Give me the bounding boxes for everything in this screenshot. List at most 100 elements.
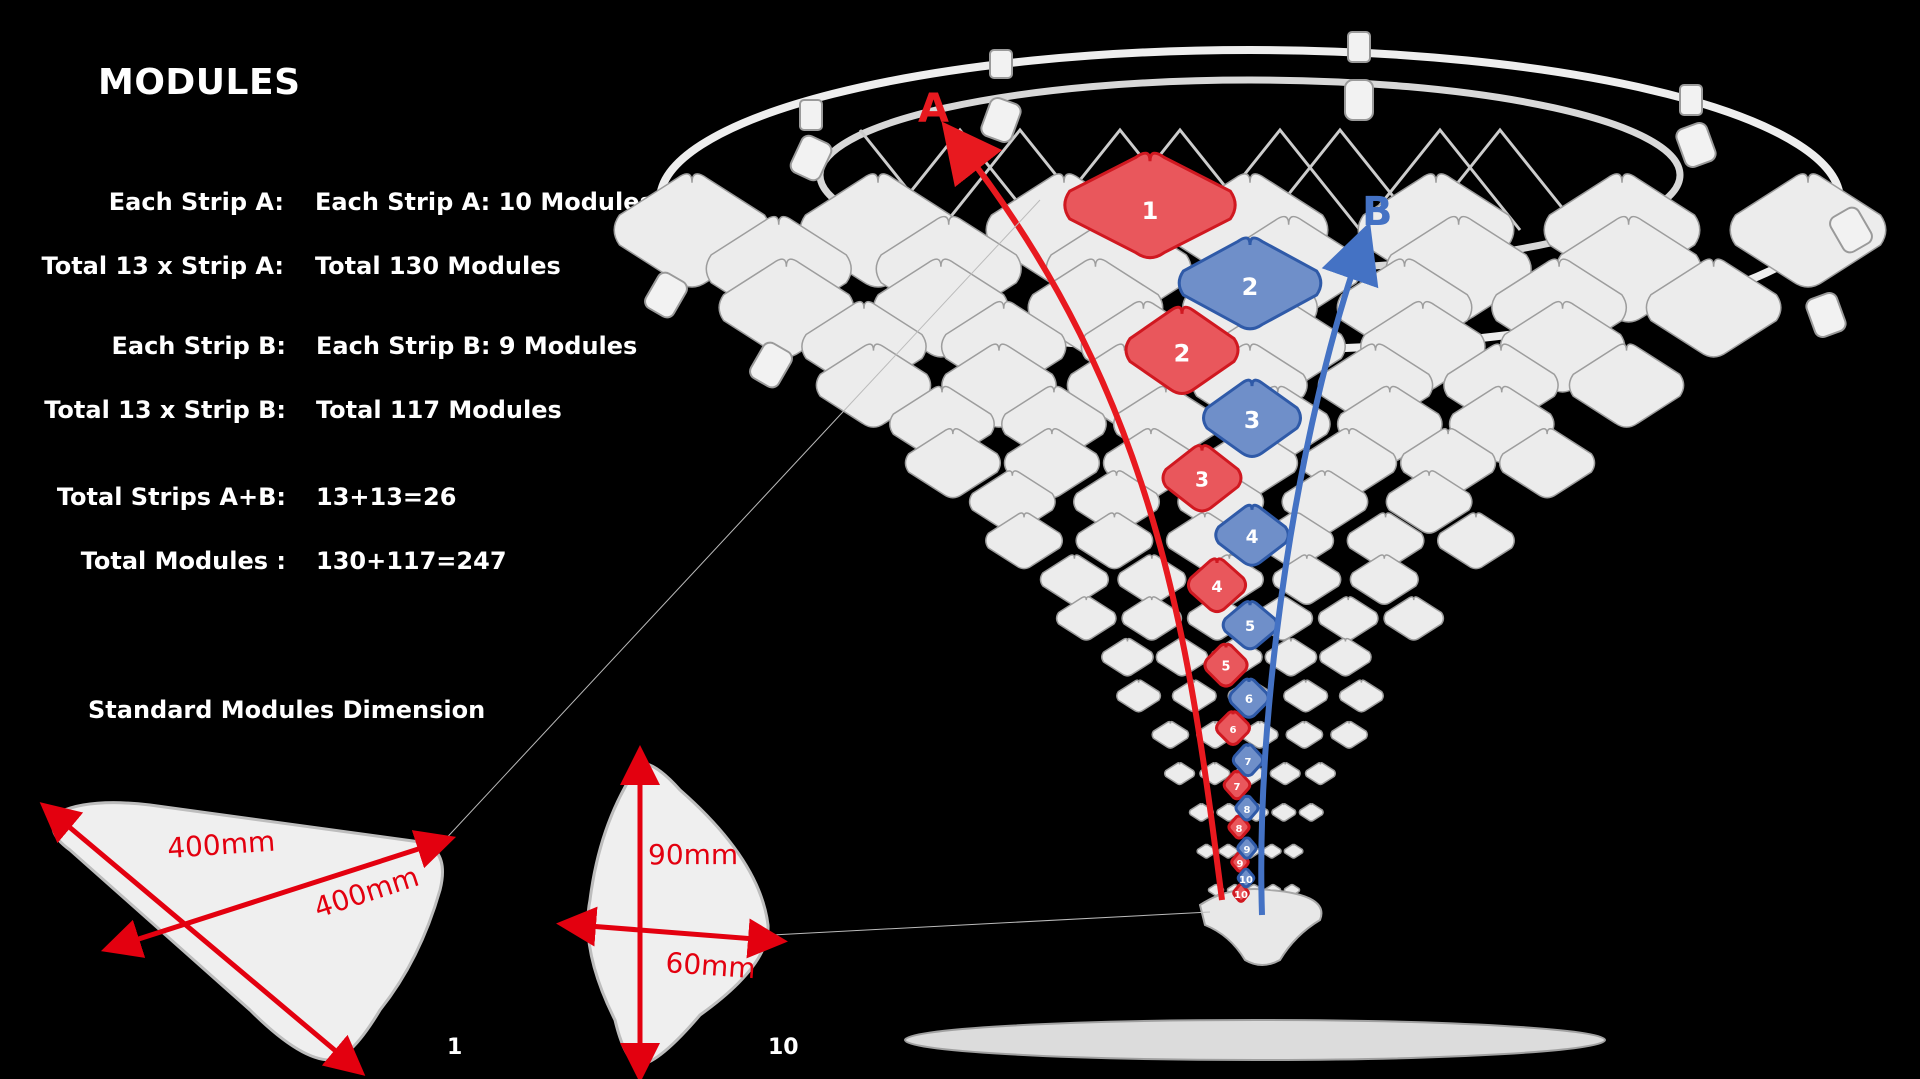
strip-b-letter: B — [1362, 189, 1393, 235]
funnel-petal — [1264, 637, 1318, 677]
stat-value-total-strip-a: Total 130 Modules — [315, 252, 561, 280]
strip-b-module — [1236, 867, 1256, 889]
strip-b-module — [1231, 743, 1265, 778]
strip-a-module — [1215, 710, 1251, 746]
strip-b-module-number: 4 — [1246, 527, 1259, 548]
stat-value-total-strip-b: Total 117 Modules — [316, 396, 562, 424]
spotlights — [644, 31, 1873, 389]
strip-a-module-number: 10 — [1234, 890, 1248, 901]
strip-a-module-number: 4 — [1211, 577, 1222, 596]
funnel-petal — [1196, 843, 1217, 859]
strip-a-module-number: 9 — [1237, 859, 1244, 870]
strip-b-module-number: 8 — [1244, 805, 1251, 816]
funnel-petal — [1283, 679, 1329, 713]
strip-b-module-number: 5 — [1245, 618, 1255, 635]
strip-a-module — [1161, 444, 1243, 513]
floor-disc — [904, 1019, 1606, 1061]
funnel-petal — [1272, 554, 1342, 605]
module-10-dimension-width — [556, 906, 788, 959]
funnel-petal — [1568, 343, 1685, 428]
funnel-petal — [1269, 762, 1301, 786]
funnel-petal — [1298, 803, 1324, 822]
strip-a-module — [1124, 305, 1240, 396]
strip-b-module — [1202, 378, 1302, 458]
funnel-petal — [1283, 843, 1304, 859]
stat-value-each-strip-a: Each Strip A: 10 Modules — [315, 188, 654, 216]
funnel-petal — [815, 343, 932, 428]
strip-b-arrow — [1258, 221, 1379, 916]
funnel-petal — [1039, 554, 1110, 605]
funnel-petal — [1101, 637, 1154, 677]
funnel-petal — [1498, 428, 1596, 499]
module-10-dim-height-label: 90mm — [648, 838, 738, 871]
leader-line-module-1 — [439, 199, 1041, 846]
funnel-petal — [1317, 596, 1379, 641]
funnel-petal — [1383, 596, 1445, 641]
funnel-petal — [1330, 720, 1369, 749]
strip-a-modules: 1 2 3 4 5 6 7 8 9 10 — [1063, 151, 1252, 903]
funnel-petal — [1055, 596, 1117, 641]
stat-label-each-strip-a: Each Strip A: — [108, 188, 284, 216]
strip-a-module-number: 3 — [1195, 468, 1209, 492]
stat-label-total-modules: Total Modules : — [80, 547, 286, 575]
stat-label-total-strips: Total Strips A+B: — [56, 483, 286, 511]
stat-label-each-strip-b: Each Strip B: — [111, 332, 286, 360]
funnel-petal — [1218, 843, 1239, 859]
page-title: MODULES — [98, 62, 301, 103]
strip-a-module — [1222, 769, 1252, 801]
strip-a-module-number: 5 — [1222, 660, 1231, 675]
funnel-petal — [1319, 637, 1372, 677]
funnel-petal — [1271, 803, 1297, 822]
funnel-petal — [1304, 762, 1337, 786]
funnel-petal — [1338, 679, 1384, 713]
strip-a-module — [1063, 151, 1237, 260]
funnel-petal — [1121, 596, 1183, 641]
strip-b-module-number: 10 — [1239, 875, 1253, 886]
funnel-petal — [1163, 762, 1196, 786]
module-10-dim-width-label: 60mm — [665, 946, 757, 985]
funnel-petal — [1285, 720, 1324, 749]
stat-value-total-strips: 13+13=26 — [316, 483, 457, 511]
funnel-petal — [1385, 470, 1473, 534]
funnel-petal — [1155, 637, 1209, 677]
strip-b-module — [1236, 836, 1258, 860]
funnel-petal — [1151, 720, 1190, 749]
strip-b-module-number: 7 — [1245, 757, 1252, 768]
strip-a-module-number: 8 — [1236, 824, 1243, 835]
strip-a-module-number: 6 — [1229, 725, 1236, 736]
strip-b-module — [1228, 677, 1270, 719]
dimension-heading: Standard Modules Dimension — [88, 696, 486, 724]
strip-a-module — [1203, 642, 1249, 688]
funnel-petal — [1261, 843, 1282, 859]
strip-b-module — [1234, 794, 1260, 822]
strip-b-module — [1177, 236, 1323, 331]
funnel-petal — [1116, 679, 1162, 713]
stat-label-total-strip-b: Total 13 x Strip B: — [44, 396, 286, 424]
stat-label-total-strip-a: Total 13 x Strip A: — [41, 252, 284, 280]
strip-a-module-number: 2 — [1174, 339, 1191, 367]
strip-a-arrow — [941, 121, 1225, 901]
funnel-petal — [1436, 512, 1515, 570]
module-10-detail — [586, 761, 770, 1067]
funnel-petal — [904, 428, 1002, 499]
funnel-petal — [1729, 173, 1887, 288]
strip-b-module-number: 6 — [1245, 692, 1253, 706]
module-10-caption: 10 — [768, 1035, 799, 1060]
module-1-caption: 1 — [447, 1035, 462, 1060]
strip-b-module — [1221, 600, 1279, 651]
stat-value-each-strip-b: Each Strip B: 9 Modules — [316, 332, 638, 360]
funnel-petal — [1075, 512, 1154, 570]
module-1-dimension-b — [100, 830, 457, 958]
leader-line-module-10 — [771, 911, 1211, 936]
strip-a-module-number: 1 — [1142, 197, 1159, 225]
module-1-dim-a-label: 400mm — [166, 825, 276, 865]
stat-value-total-modules: 130+117=247 — [316, 547, 507, 575]
funnel-petal — [985, 512, 1064, 570]
strip-b-module-number: 3 — [1244, 406, 1260, 434]
strip-b-module — [1214, 503, 1290, 567]
strip-b-module-number: 2 — [1242, 273, 1259, 301]
strip-b-modules: 2 3 4 5 6 7 8 9 10 — [1177, 236, 1323, 889]
funnel-petal — [1349, 554, 1419, 605]
strip-a-module-number: 7 — [1234, 782, 1241, 793]
